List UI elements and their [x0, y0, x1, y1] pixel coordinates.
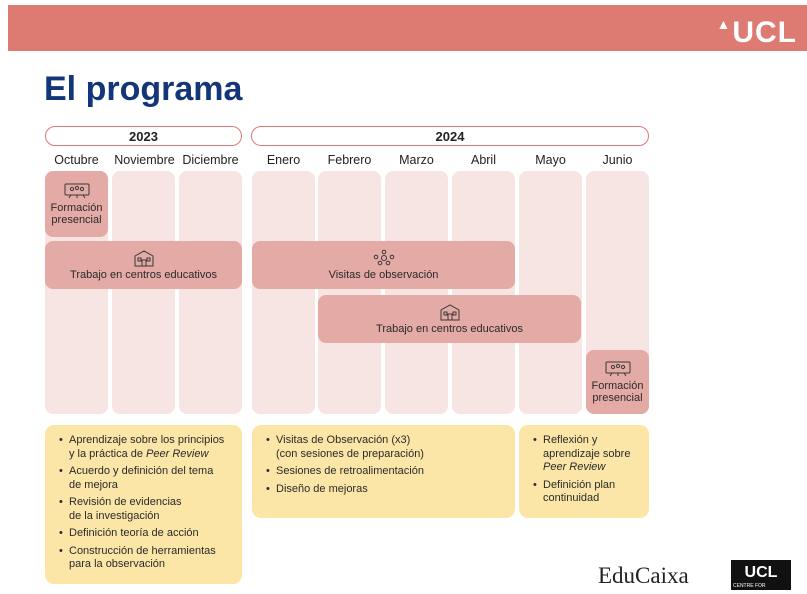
list-item: Definición teoría de acción [59, 527, 232, 541]
educaixa-logo: EduCaixa [598, 563, 689, 588]
month-diciembre: Diciembre [182, 153, 239, 167]
month-noviembre: Noviembre [114, 153, 175, 167]
column-enero [252, 171, 315, 414]
month-octubre: Octubre [54, 153, 99, 167]
bar-trabajo-2023: Trabajo en centros educativos [45, 241, 242, 289]
column-febrero [318, 171, 381, 414]
column-mayo [519, 171, 582, 414]
list-item: Diseño de mejoras [266, 483, 505, 497]
bar-formacion-octubre: Formación presencial [45, 171, 108, 237]
list-item: Revisión de evidencias de la investigaci… [59, 496, 232, 523]
list-item: Acuerdo y definición del tema de mejora [59, 465, 232, 492]
list-item: Definición plan continuidad [533, 479, 639, 506]
bar-visitas: Visitas de observación [252, 241, 515, 289]
description-box-visitas: Visitas de Observación (x3) (con sesione… [252, 425, 515, 518]
group-observation-icon [373, 249, 394, 266]
bar-formacion-junio: Formación presencial [586, 350, 649, 414]
year-2024: 2024 [251, 126, 649, 146]
month-marzo: Marzo [399, 153, 434, 167]
ucl-small-logo: UCL CENTRE FOR [731, 560, 791, 590]
month-mayo: Mayo [535, 153, 566, 167]
classroom-icon [64, 183, 89, 198]
list-item: Construcción de herramientas para la obs… [59, 545, 232, 572]
list-item: Sesiones de retroalimentación [266, 465, 505, 479]
page-title: El programa [44, 70, 243, 108]
header-bar: ▲UCL [8, 5, 807, 51]
column-abril [452, 171, 515, 414]
list-item: Visitas de Observación (x3) (con sesione… [266, 434, 505, 461]
list-item: Reflexión y aprendizaje sobre Peer Revie… [533, 434, 639, 475]
ucl-logo: ▲UCL [716, 16, 797, 49]
month-enero: Enero [266, 153, 301, 167]
month-junio: Junio [602, 153, 633, 167]
classroom-icon [605, 361, 630, 376]
column-marzo [385, 171, 448, 414]
school-building-icon [440, 304, 459, 321]
list-item: Aprendizaje sobre los principios y la pr… [59, 434, 232, 461]
column-diciembre [179, 171, 242, 414]
school-building-icon [134, 250, 153, 267]
bar-trabajo-2024: Trabajo en centros educativos [318, 295, 581, 343]
month-abril: Abril [470, 153, 496, 167]
description-box-mayo-junio: Reflexión y aprendizaje sobre Peer Revie… [519, 425, 649, 518]
column-noviembre [112, 171, 175, 414]
description-box-2023: Aprendizaje sobre los principios y la pr… [45, 425, 242, 584]
month-febrero: Febrero [327, 153, 372, 167]
year-2023: 2023 [45, 126, 242, 146]
